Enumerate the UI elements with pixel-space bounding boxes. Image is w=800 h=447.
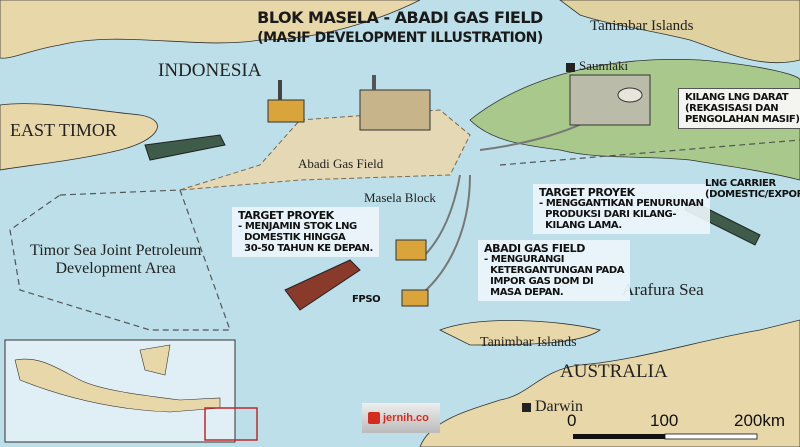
timor-sea-jpda-boundary: [9, 189, 231, 331]
callout-line: - MENJAMIN STOK LNG: [238, 221, 357, 232]
fpso-ship-icon: [284, 259, 361, 311]
inset-highlight: [204, 407, 258, 441]
callout-line: PRODUKSI DARI KILANG-: [539, 209, 677, 220]
callout-heading: TARGET PROYEK: [539, 186, 635, 199]
jernih-logo: jernih.co: [362, 403, 440, 433]
callout-target-2: TARGET PROYEK - MENGGANTIKAN PENURUNAN P…: [533, 184, 710, 234]
carrier-line: (DOMESTIC/EXPORT): [705, 189, 800, 200]
label-australia: AUSTRALIA: [560, 361, 668, 382]
label-fpso: FPSO: [352, 294, 381, 305]
offshore-platform-icon: [267, 80, 305, 123]
label-masela-block: Masela Block: [364, 190, 436, 205]
scale-label-0: 0: [567, 411, 577, 430]
saumlaki-text: Saumlaki: [579, 58, 629, 73]
callout-line: IMPOR GAS DOM DI: [484, 276, 594, 287]
label-abadi-gas-field: Abadi Gas Field: [298, 156, 384, 171]
carrier-line: LNG CARRIER: [705, 178, 776, 189]
callout-line: KILANG LNG DARAT: [685, 92, 789, 103]
east-timor-land: [0, 103, 158, 171]
callout-heading: ABADI GAS FIELD: [484, 242, 586, 255]
callout-line: DOMESTIK HINGGA: [238, 232, 346, 243]
callout-abadi: ABADI GAS FIELD - MENGURANGI KETERGANTUN…: [478, 240, 631, 301]
callout-line: KETERGANTUNGAN PADA: [484, 265, 625, 276]
boundary-line: [499, 139, 800, 166]
callout-line: - MENGGANTIKAN PENURUNAN: [539, 198, 704, 209]
australia-land: [419, 319, 800, 447]
label-arafura-sea: Arafura Sea: [622, 280, 704, 299]
callout-heading: TARGET PROYEK: [238, 209, 334, 222]
scale-label-100: 100: [650, 411, 679, 430]
label-lng-carrier: LNG CARRIER (DOMESTIC/EXPORT): [705, 178, 800, 200]
callout-line: KILANG LAMA.: [539, 220, 622, 231]
indonesia-land: [0, 0, 421, 59]
darwin-text: Darwin: [535, 398, 583, 415]
callout-line: MASA DEPAN.: [484, 287, 564, 298]
callout-line: 30-50 TAHUN KE DEPAN.: [238, 243, 373, 254]
city-marker-icon: [522, 402, 531, 412]
callout-target-1: TARGET PROYEK - MENJAMIN STOK LNG DOMEST…: [232, 207, 379, 257]
scale-bar-white: [664, 433, 758, 440]
processing-plant-icon: [359, 75, 431, 131]
lng-tanker-icon: [144, 134, 226, 161]
callout-line: - MENGURANGI: [484, 254, 565, 265]
label-tanimbar-islands: Tanimbar Islands: [590, 18, 694, 34]
scale-label-200km: 200km: [734, 411, 786, 430]
callout-line: PENGOLAHAN MASIF): [685, 114, 800, 125]
tanimbar-island-lower: [438, 320, 601, 346]
city-marker-icon: [566, 62, 575, 72]
label-darwin: Darwin: [522, 398, 583, 416]
callout-line: (REKASISASI DAN: [685, 103, 779, 114]
jpda-line-2: Development Area: [55, 260, 176, 277]
page-title: BLOK MASELA - ABADI GAS FIELD: [257, 8, 543, 27]
logo-text: jernih.co: [383, 412, 429, 424]
callout-kilang-lng: KILANG LNG DARAT (REKASISASI DAN PENGOLA…: [678, 88, 800, 129]
inset-map: [4, 339, 258, 443]
jpda-line-1: Timor Sea Joint Petroleum: [30, 242, 202, 259]
label-east-timor: EAST TIMOR: [10, 120, 117, 140]
scale-bar-black: [573, 434, 665, 439]
page-subtitle: (MASIF DEVELOPMENT ILLUSTRATION): [257, 30, 543, 46]
logo-mark-icon: [368, 412, 380, 424]
tanimbar-land: [559, 0, 800, 64]
lng-plant-icon: [569, 74, 651, 126]
platform-icon: [401, 289, 429, 307]
label-indonesia: INDONESIA: [158, 60, 262, 81]
label-tanimbar-lower: Tanimbar Islands: [480, 335, 577, 350]
platform-icon: [395, 239, 427, 261]
label-saumlaki: Saumlaki: [566, 58, 628, 74]
